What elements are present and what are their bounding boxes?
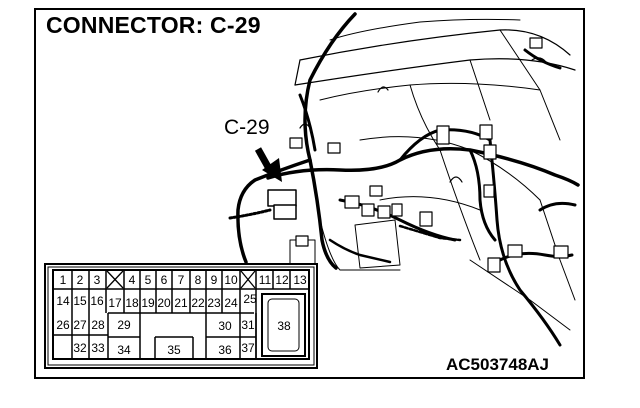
pin-20: 20	[157, 296, 171, 310]
pin-2: 2	[77, 273, 84, 287]
pin-16: 16	[90, 294, 104, 308]
reference-code: AC503748AJ	[446, 355, 550, 374]
connector-title: CONNECTOR: C-29	[46, 12, 261, 38]
pin-labels: 1 2 3 4 5 6 7 8 9 10 11 12 13 14 15 16 1…	[56, 273, 307, 357]
pin-25: 25	[243, 292, 257, 306]
pin-5: 5	[145, 273, 152, 287]
pin-13: 13	[293, 273, 307, 287]
vehicle-harness-illustration	[228, 12, 580, 347]
pin-32: 32	[73, 341, 87, 355]
connector-pinout	[44, 263, 318, 369]
pin-11: 11	[259, 273, 272, 287]
pin-23: 23	[207, 296, 221, 310]
pin-28: 28	[91, 318, 105, 332]
pin-12: 12	[275, 273, 289, 287]
pin-22: 22	[191, 296, 205, 310]
pin-34: 34	[117, 343, 131, 357]
pin-27: 27	[73, 318, 87, 332]
pin-19: 19	[141, 296, 155, 310]
callout-label: C-29	[224, 116, 270, 139]
pin-17: 17	[108, 296, 122, 310]
pin-8: 8	[195, 273, 202, 287]
pin-30: 30	[218, 319, 232, 333]
pin-18: 18	[125, 296, 139, 310]
pin-29: 29	[117, 318, 131, 332]
pin-4: 4	[129, 273, 136, 287]
pin-24: 24	[224, 296, 238, 310]
pin-31: 31	[241, 318, 255, 332]
pin-26: 26	[56, 318, 70, 332]
pin-37: 37	[241, 341, 255, 355]
pin-9: 9	[211, 273, 218, 287]
pin-38: 38	[277, 319, 291, 333]
pin-21: 21	[174, 296, 188, 310]
pin-35: 35	[167, 343, 181, 357]
callout-arrow	[254, 147, 282, 182]
pin-14: 14	[56, 294, 70, 308]
pin-10: 10	[224, 273, 238, 287]
pin-36: 36	[218, 343, 232, 357]
pin-1: 1	[60, 273, 67, 287]
pin-33: 33	[91, 341, 105, 355]
pin-6: 6	[161, 273, 168, 287]
pin-7: 7	[178, 273, 185, 287]
pin-3: 3	[94, 273, 101, 287]
pin-15: 15	[73, 294, 87, 308]
